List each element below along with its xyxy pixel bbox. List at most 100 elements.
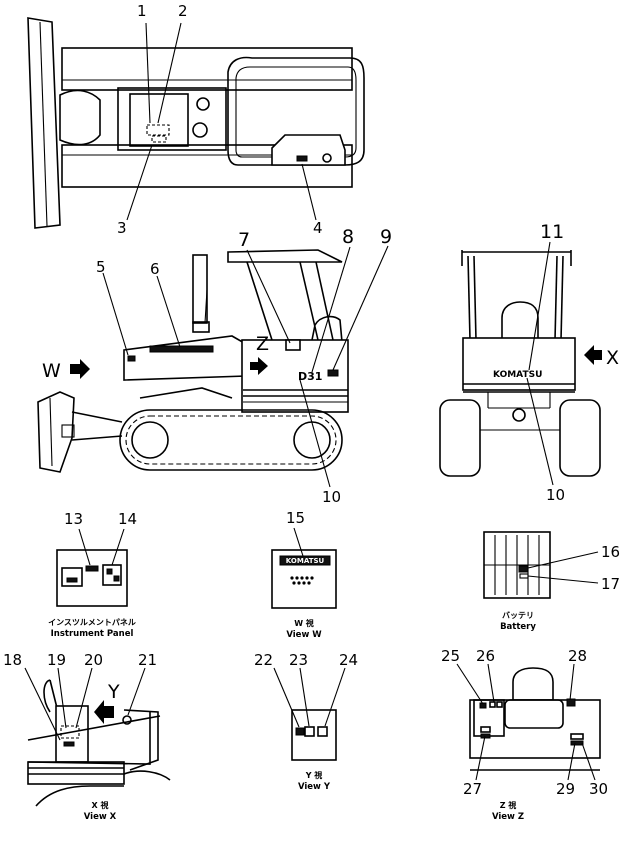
callout-23: 23 (289, 651, 308, 669)
battery-decal-17 (519, 573, 529, 579)
view-y-decal-24 (317, 726, 328, 737)
view-w-outline (271, 549, 337, 609)
callout-11: 11 (540, 221, 564, 243)
callout-3: 3 (117, 219, 127, 237)
view-w-caption-en: View W (286, 630, 322, 640)
callout-15: 15 (286, 509, 305, 527)
callout-27: 27 (463, 780, 482, 798)
instrument-panel-caption-en: Instrument Panel (51, 629, 134, 639)
callout-24: 24 (339, 651, 358, 669)
callout-6: 6 (150, 260, 160, 278)
callout-29: 29 (556, 780, 575, 798)
callout-16: 16 (601, 543, 620, 561)
top-decal-2 (151, 135, 167, 143)
view-z-seat-back (512, 667, 554, 701)
instrument-decal-13 (85, 565, 99, 572)
callout-18: 18 (3, 651, 22, 669)
top-lower-track (61, 144, 353, 188)
instrument-decal-14 (102, 564, 122, 586)
top-canopy (227, 56, 365, 166)
top-seat (271, 134, 346, 166)
arrow-x-label: X (606, 347, 619, 369)
top-decal-1 (146, 124, 170, 136)
callout-25: 25 (441, 647, 460, 665)
view-y-decal-22 (295, 727, 305, 736)
callout-1: 1 (137, 2, 147, 20)
view-w-brand-text: KOMATSU (286, 557, 325, 565)
rear-body (462, 337, 576, 391)
view-z-caption-jp: Z 視 (500, 800, 517, 810)
callout-14: 14 (118, 510, 137, 528)
view-z-decal-30 (570, 740, 584, 746)
callout-17: 17 (601, 575, 620, 593)
battery-view: 16 17 バッテリ Battery (483, 531, 620, 632)
view-y-caption-en: View Y (298, 782, 331, 792)
top-upper-track (61, 47, 353, 91)
callout-7: 7 (238, 229, 250, 251)
view-w-caption-jp: W 視 (294, 618, 314, 628)
view-y-outline (291, 709, 337, 761)
instrument-panel-caption-jp: インスツルメントパネル (48, 617, 136, 627)
view-x-decal-21 (122, 715, 132, 725)
view-z-decal-27 (480, 726, 491, 733)
view-y-decal-23 (304, 726, 315, 737)
callout-21: 21 (138, 651, 157, 669)
instrument-panel-outline (56, 549, 128, 607)
callout-28: 28 (568, 647, 587, 665)
battery-caption-en: Battery (500, 622, 536, 632)
view-x-caption-en: View X (84, 812, 117, 822)
callout-26: 26 (476, 647, 495, 665)
battery-caption-jp: バッテリ (502, 611, 534, 620)
view-y: 22 23 24 Y 視 View Y (254, 651, 358, 792)
arrow-w-icon (70, 359, 90, 379)
view-x: 18 19 20 21 Y X 視 View X (3, 651, 171, 822)
top-decal-4 (296, 155, 308, 162)
view-z-seat (504, 699, 564, 729)
view-z: 25 26 28 27 29 30 Z 視 View Z (441, 647, 608, 822)
view-w-brand-plate (279, 555, 331, 566)
top-hood (117, 87, 227, 151)
callout-13: 13 (64, 510, 83, 528)
top-engine-cover (129, 93, 189, 147)
view-w-decal-15 (290, 576, 314, 585)
callout-19: 19 (47, 651, 66, 669)
callout-4: 4 (313, 219, 323, 237)
view-w: KOMATSU 15 W 視 View W (271, 509, 337, 640)
battery-decal-16 (518, 565, 529, 573)
top-front-hitch (59, 89, 101, 146)
side-decal-6 (149, 345, 214, 353)
side-model-text: D31 (298, 370, 322, 383)
rear-seat (501, 301, 539, 340)
side-blade (37, 391, 75, 473)
callout-9: 9 (380, 226, 392, 248)
side-roof (227, 249, 343, 263)
arrow-x-icon (584, 345, 602, 365)
view-z-decal-26 (489, 701, 496, 708)
callout-30: 30 (589, 780, 608, 798)
instrument-panel-view: 13 14 インスツルメントパネル Instrument Panel (48, 510, 137, 639)
side-decal-9 (327, 369, 339, 377)
side-track (119, 409, 343, 471)
view-z-decal-28 (566, 698, 576, 707)
side-decal-7 (285, 339, 301, 351)
arrow-z-label: Z (256, 333, 269, 355)
callout-5: 5 (96, 258, 106, 276)
callout-22: 22 (254, 651, 273, 669)
arrow-y-label: Y (107, 681, 120, 703)
view-z-body (469, 699, 601, 759)
view-z-decal-29 (570, 733, 584, 740)
view-x-caption-jp: X 視 (92, 800, 109, 810)
rear-track-right (559, 399, 601, 477)
side-exhaust (192, 254, 208, 324)
view-y-caption-jp: Y 視 (305, 770, 323, 780)
side-decal-5 (127, 355, 136, 362)
side-hood (123, 335, 247, 381)
callout-10-side: 10 (322, 488, 341, 506)
callout-2: 2 (178, 2, 188, 20)
rear-track-left (439, 399, 481, 477)
rear-brand-text: KOMATSU (493, 370, 542, 380)
side-view: D31 W Z 5 6 7 8 9 10 (37, 226, 392, 506)
arrow-w-label: W (42, 360, 61, 382)
